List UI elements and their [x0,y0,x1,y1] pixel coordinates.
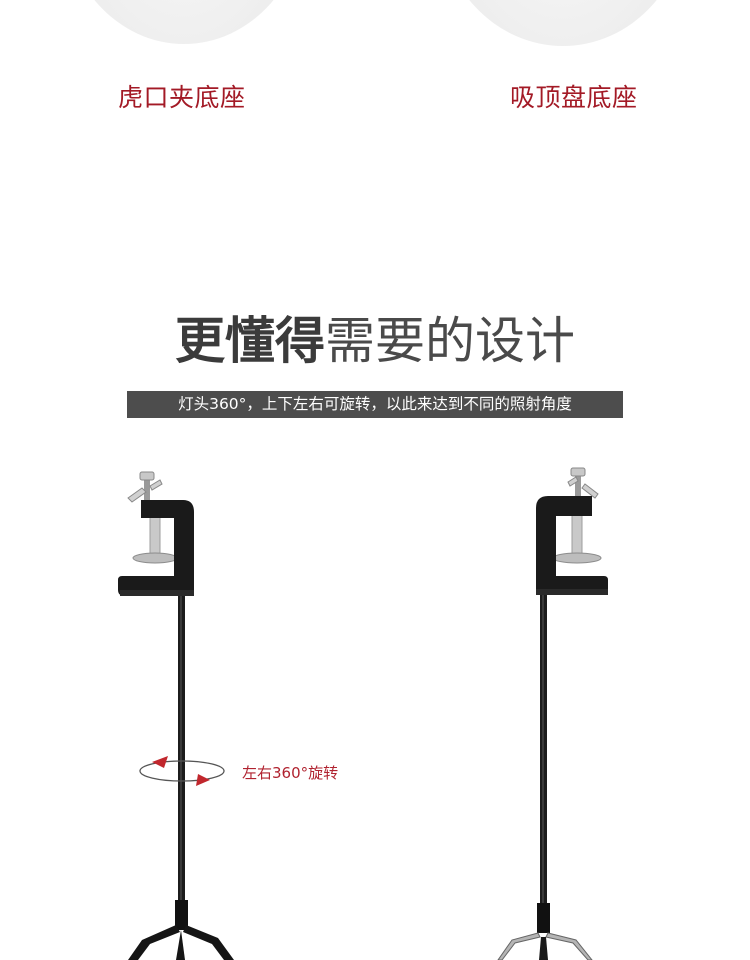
left-leg-b [183,925,234,960]
left-clamp-pad [132,552,178,564]
top-left-product-disc [62,0,306,44]
left-stand [118,471,234,960]
right-base-joint [537,903,550,933]
clamp-base-label: 虎口夹底座 [118,83,246,112]
right-c-clamp [536,496,608,594]
rotation-label: 左右360°旋转 [242,764,339,782]
right-stand [497,467,608,960]
left-base-joint [175,900,188,930]
top-right-product-disc [438,0,688,46]
left-c-clamp [118,500,194,595]
right-leg-b [545,932,593,960]
left-clamp-screw [127,471,163,508]
suction-base-label: 吸顶盘底座 [510,83,638,112]
subtitle-bar: 灯头360°，上下左右可旋转，以此来达到不同的照射角度 [127,391,623,418]
headline-light-part: 需要的设计 [325,312,575,370]
left-leg-a [128,925,180,960]
headline-bold-part: 更懂得 [175,312,325,370]
stand-illustration [118,467,608,960]
right-clamp-pad [552,552,602,564]
rotation-arrow-icon [139,756,225,786]
right-clamp-screw [567,467,599,504]
section-headline: 更懂得需要的设计 [0,310,750,372]
right-leg-a [497,932,541,960]
